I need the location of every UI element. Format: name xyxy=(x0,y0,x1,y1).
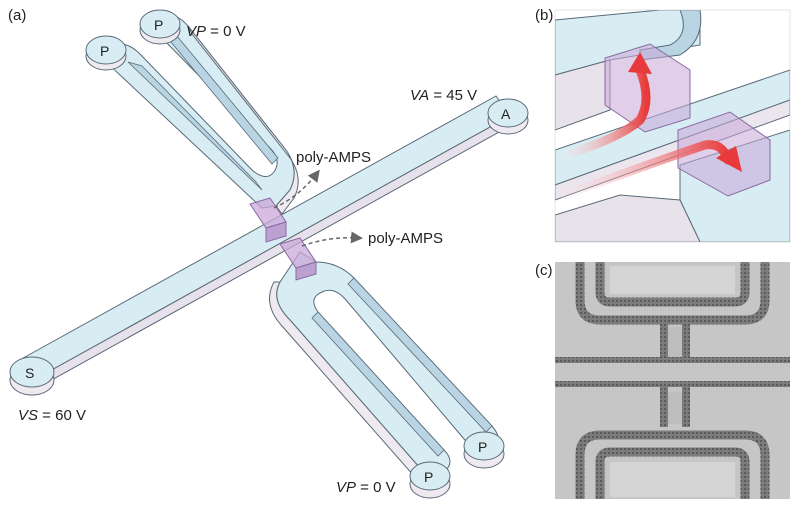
voltage-vs: VS = 60 V xyxy=(18,407,86,424)
reservoir-p-top-2: P xyxy=(139,9,181,45)
annotation-poly-amps-lower: poly-AMPS xyxy=(368,230,443,247)
panel-a-tag: (a) xyxy=(8,7,26,24)
panel-c-tag: (c) xyxy=(535,262,553,279)
reservoir-p-top-1: P xyxy=(85,35,127,71)
reservoir-label: P xyxy=(154,17,163,33)
voltage-vp-top: VP = 0 V xyxy=(186,23,246,40)
flow-arrowhead-lower xyxy=(716,146,742,172)
reservoir-label: S xyxy=(25,365,34,381)
panel-b: (b) xyxy=(535,7,791,243)
flow-arrowhead-upper xyxy=(628,52,652,74)
panel-c: (c) xyxy=(535,262,790,499)
panel-a: (a) xyxy=(8,7,529,499)
panel-b-closeup xyxy=(555,10,790,242)
annotation-poly-amps-upper: poly-AMPS xyxy=(296,149,371,166)
reservoir-p-bottom-1: P xyxy=(463,431,505,469)
reservoir-label: P xyxy=(478,439,487,455)
upper-side-channel xyxy=(106,14,299,215)
main-channel xyxy=(15,95,511,393)
flow-arrow-lower xyxy=(560,140,733,200)
reservoir-label: P xyxy=(424,469,433,485)
membrane-lower xyxy=(279,237,317,281)
flow-arrow-upper xyxy=(560,65,651,160)
reservoir-s: S xyxy=(9,356,55,396)
annotation-arrow-lower xyxy=(301,231,363,247)
panel-b-tag: (b) xyxy=(535,7,553,24)
membrane-upper xyxy=(249,197,287,243)
reservoir-label: A xyxy=(501,106,511,122)
voltage-va: VA = 45 V xyxy=(410,87,477,104)
micrograph xyxy=(555,262,790,499)
annotation-arrow-upper xyxy=(273,169,320,209)
reservoir-label: P xyxy=(100,43,109,59)
reservoir-a: A xyxy=(487,98,529,135)
voltage-vp-bottom: VP = 0 V xyxy=(336,479,396,496)
reservoir-p-bottom-2: P xyxy=(409,461,451,499)
